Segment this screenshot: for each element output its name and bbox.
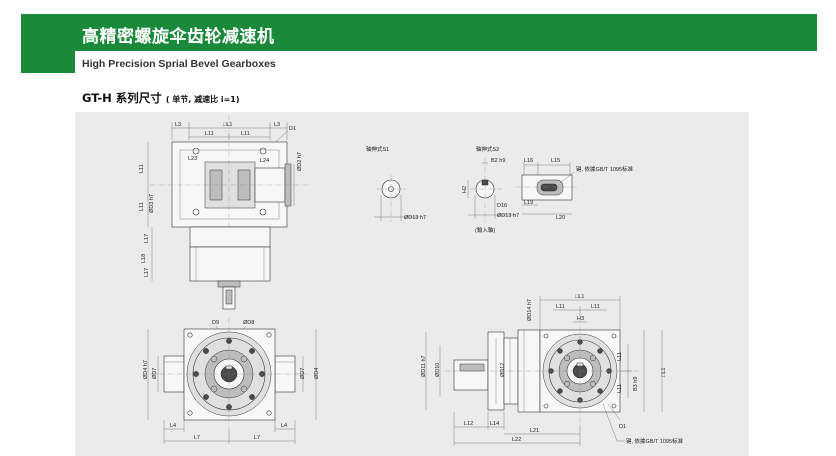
dim-side-box-L1: □L1 [575, 294, 584, 300]
dim-L15: L15 [551, 158, 560, 164]
shaft-s1-view: 轴伸式S1 ØD13 h7 [366, 145, 426, 222]
dim-L17-b: L17 [144, 268, 150, 277]
dim-D7-right: ØD7 [300, 368, 306, 379]
dim-side-L11-v1: L11 [617, 352, 623, 361]
dim-side-D11: ØD11 h7 [421, 355, 427, 377]
dim-L23: L23 [188, 156, 197, 162]
dim-D4-left: ØD4 h7 [143, 360, 149, 379]
dim-side-L11-a: L11 [556, 304, 565, 310]
dim-L11-b: L11 [241, 131, 250, 137]
dim-L24: L24 [260, 158, 269, 164]
header-band [75, 14, 817, 51]
key-note-top: 键, 依據GB/T 1095标准 [576, 165, 634, 173]
page-subtitle: High Precision Sprial Bevel Gearboxes [82, 58, 276, 70]
section-title-text: GT-H 系列尺寸 [82, 91, 162, 105]
dim-side-D14: ØD14 h7 [527, 299, 533, 321]
dim-L3-right: L3 [274, 122, 280, 128]
dim-L18: L18 [141, 254, 147, 263]
dim-L11-v1: L11 [139, 164, 145, 173]
dim-box-L1: □L1 [223, 122, 232, 128]
dim-side-L11-v2: L11 [617, 384, 623, 393]
dim-side-D10: ØD10 [435, 363, 441, 377]
dim-L7-left: L7 [194, 435, 200, 441]
section-subtitle: ( 单节, 减速比 i=1) [165, 95, 240, 104]
dim-L16: L16 [524, 158, 533, 164]
label-shaft-s2: 轴伸式S2 [476, 145, 499, 153]
dim-s1-D13: ØD13 h7 [404, 215, 426, 221]
dim-side-H3: H3 [577, 316, 584, 322]
key-note-bottom: 键, 依據GB/T 1095标准 [626, 437, 684, 445]
dim-L3-left: L3 [175, 122, 181, 128]
dim-side-L22: L22 [512, 437, 521, 443]
dim-side-L12: L12 [464, 421, 473, 427]
dim-side-L1-v: □L1 [661, 368, 667, 377]
dim-side-L21: L21 [530, 428, 539, 434]
dim-side-L14: L14 [490, 421, 499, 427]
dim-L20: L20 [556, 215, 565, 221]
key-detail-view: L16 L15 键, 依據GB/T 1095标准 L19 L20 [516, 158, 634, 221]
dim-L11-a: L11 [205, 131, 214, 137]
dim-L19: L19 [524, 200, 533, 206]
front-view: D9 ØD8 [143, 318, 320, 444]
dim-L17-a: L17 [144, 234, 150, 243]
dim-s2-D16: D16 [497, 203, 507, 209]
label-input-shaft: (輸入軸) [475, 226, 495, 234]
dim-D7-left: ØD7 [152, 368, 158, 379]
label-shaft-s1: 轴伸式S1 [366, 145, 389, 153]
page-title: 高精密螺旋伞齿轮减速机 [82, 27, 275, 47]
dim-D4-right: ØD4 [314, 368, 320, 379]
dim-side-D12: ØD12 [500, 363, 506, 377]
dim-D1: D1 [289, 126, 296, 132]
top-view: L3 □L1 L3 D1 L11 L11 L23 L24 L11 L11 ØD3… [139, 115, 310, 310]
shaft-s2-view: 轴伸式S2 B2 h9 H2 D16 ØD13 h7 (輸入軸) [462, 145, 519, 234]
dim-D8: ØD8 [243, 320, 254, 326]
dim-L4-left: L4 [170, 423, 176, 429]
dim-L11-v2: L11 [139, 202, 145, 211]
dim-D9: D9 [212, 320, 219, 326]
dim-D2: ØD2 h7 [297, 152, 303, 171]
dim-side-B3: B3 h9 [633, 377, 639, 391]
dim-L4-right: L4 [281, 423, 287, 429]
dim-side-D1: D1 [619, 424, 626, 430]
dim-s2-D13: ØD13 h7 [497, 213, 519, 219]
dim-D3: ØD3 h7 [149, 194, 155, 213]
dim-s2-H2: H2 [462, 186, 468, 193]
section-title: GT-H 系列尺寸 ( 单节, 减速比 i=1) [82, 90, 240, 106]
side-view: □L1 L11 L11 H3 ØD14 h7 [421, 294, 684, 446]
dim-side-L11-b: L11 [591, 304, 600, 310]
header-accent-block [21, 14, 75, 73]
dim-s2-B2: B2 h9 [491, 158, 505, 164]
dim-L7-right: L7 [254, 435, 260, 441]
